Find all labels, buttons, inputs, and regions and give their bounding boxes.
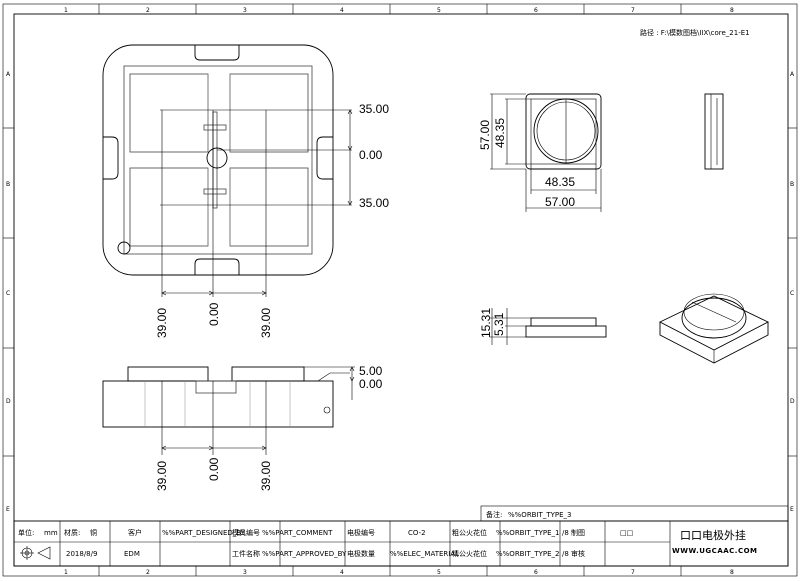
electrode-side-view <box>704 93 724 170</box>
col-label: 6 <box>534 7 538 14</box>
drawing-title: 口口电极外挂 <box>680 528 746 542</box>
file-path-note: 路径 : F:\模数图档\IIX\core_21-E1 <box>640 28 750 37</box>
dim-side-z-zero: 0.00 <box>359 377 383 391</box>
row-label: A <box>790 71 795 78</box>
row-label: C <box>6 290 10 297</box>
dim-electrode-height-outer: 57.00 <box>478 120 492 150</box>
designed-by: %%PART_DESIGNED_BY <box>162 529 246 537</box>
col-label: 3 <box>243 7 247 14</box>
drawing-label: /8 制图 <box>562 528 585 537</box>
col-label: 5 <box>437 569 441 576</box>
electrode-qty-label: 电极数量 <box>347 549 375 558</box>
top-view <box>102 44 353 297</box>
dim-top-x-right: 39.00 <box>259 308 273 338</box>
dim-top-y-zero: 0.00 <box>359 148 383 162</box>
col-label: 3 <box>243 569 247 576</box>
electrode-no-label: 电极编号 <box>347 528 375 537</box>
col-label: 7 <box>631 7 635 14</box>
fine-spark-label: 精公火花位 <box>452 549 487 558</box>
customer-label: 客户 <box>128 528 142 537</box>
col-label: 7 <box>631 569 635 576</box>
row-label: D <box>6 398 11 405</box>
col-label: 1 <box>64 569 68 576</box>
col-label: 8 <box>730 7 734 14</box>
sheet-frame: 1 2 3 4 5 6 7 8 1 2 3 4 5 6 7 8 A B C D … <box>2 3 798 577</box>
col-label: 2 <box>146 7 150 14</box>
col-label: 6 <box>534 569 538 576</box>
col-label: 2 <box>146 569 150 576</box>
dim-top-x-left: 39.00 <box>155 308 169 338</box>
front-view <box>102 366 355 455</box>
col-label: 5 <box>437 7 441 14</box>
row-label: E <box>790 506 794 513</box>
electrode-front-view <box>490 308 607 345</box>
unit-label: 单位: <box>18 528 34 537</box>
col-label: 4 <box>340 569 344 576</box>
row-label: B <box>790 181 794 188</box>
dim-electrode-total: 15.31 <box>479 308 493 338</box>
col-label: 8 <box>730 569 734 576</box>
date-value: 2018/8/9 <box>66 550 97 558</box>
rough-spark-label: 粗公火花位 <box>452 528 487 537</box>
dim-side-x-zero: 0.00 <box>207 457 221 481</box>
material-value: 铜 <box>90 528 97 537</box>
dim-electrode-width-outer: 57.00 <box>545 195 575 209</box>
dim-side-x-right: 39.00 <box>259 461 273 491</box>
drawer-name: □□ <box>620 529 633 537</box>
orbit-type-1: %%ORBIT_TYPE_1 <box>496 529 559 537</box>
row-label: B <box>6 181 10 188</box>
electrode-no-value: CO-2 <box>408 529 426 537</box>
dim-side-x-left: 39.00 <box>155 461 169 491</box>
title-block <box>13 505 789 567</box>
row-label: A <box>6 71 11 78</box>
col-label: 4 <box>340 7 344 14</box>
orbit-type-2: %%ORBIT_TYPE_2 <box>496 550 559 558</box>
electrode-material: %%ELEC_MATERIAL <box>390 550 459 558</box>
website-watermark: WWW.UGCAAC.COM <box>672 547 758 555</box>
remark-value: %%ORBIT_TYPE_3 <box>508 511 571 519</box>
col-label: 1 <box>64 7 68 14</box>
review-label: /8 审核 <box>562 549 585 558</box>
part-comment: %%PART_COMMENT <box>262 529 333 537</box>
material-label: 材质: <box>64 528 80 537</box>
dim-side-z-top: 5.00 <box>359 364 383 378</box>
part-approved: %%PART_APPROVED_BY <box>262 550 347 558</box>
dim-top-x-zero: 0.00 <box>207 302 221 326</box>
electrode-isometric-view <box>658 293 770 364</box>
dim-top-y-lower: 35.00 <box>359 196 389 210</box>
row-label: E <box>6 506 10 513</box>
remark-label: 备注: <box>486 510 502 519</box>
process-value: EDM <box>124 550 140 558</box>
row-label: D <box>790 398 795 405</box>
dim-top-y-upper: 35.00 <box>359 102 389 116</box>
projection-symbol-icon <box>20 546 51 560</box>
electrode-top-view <box>490 93 602 212</box>
dim-electrode-height-inner: 48.35 <box>493 118 507 148</box>
workpiece-label: 工件名称 <box>232 549 260 558</box>
dim-electrode-width-inner: 48.35 <box>545 175 575 189</box>
row-label: C <box>790 290 794 297</box>
dim-electrode-step: 5.31 <box>492 312 506 336</box>
unit-value: mm <box>44 529 58 537</box>
mold-no-label: 模具编号 <box>232 528 260 537</box>
